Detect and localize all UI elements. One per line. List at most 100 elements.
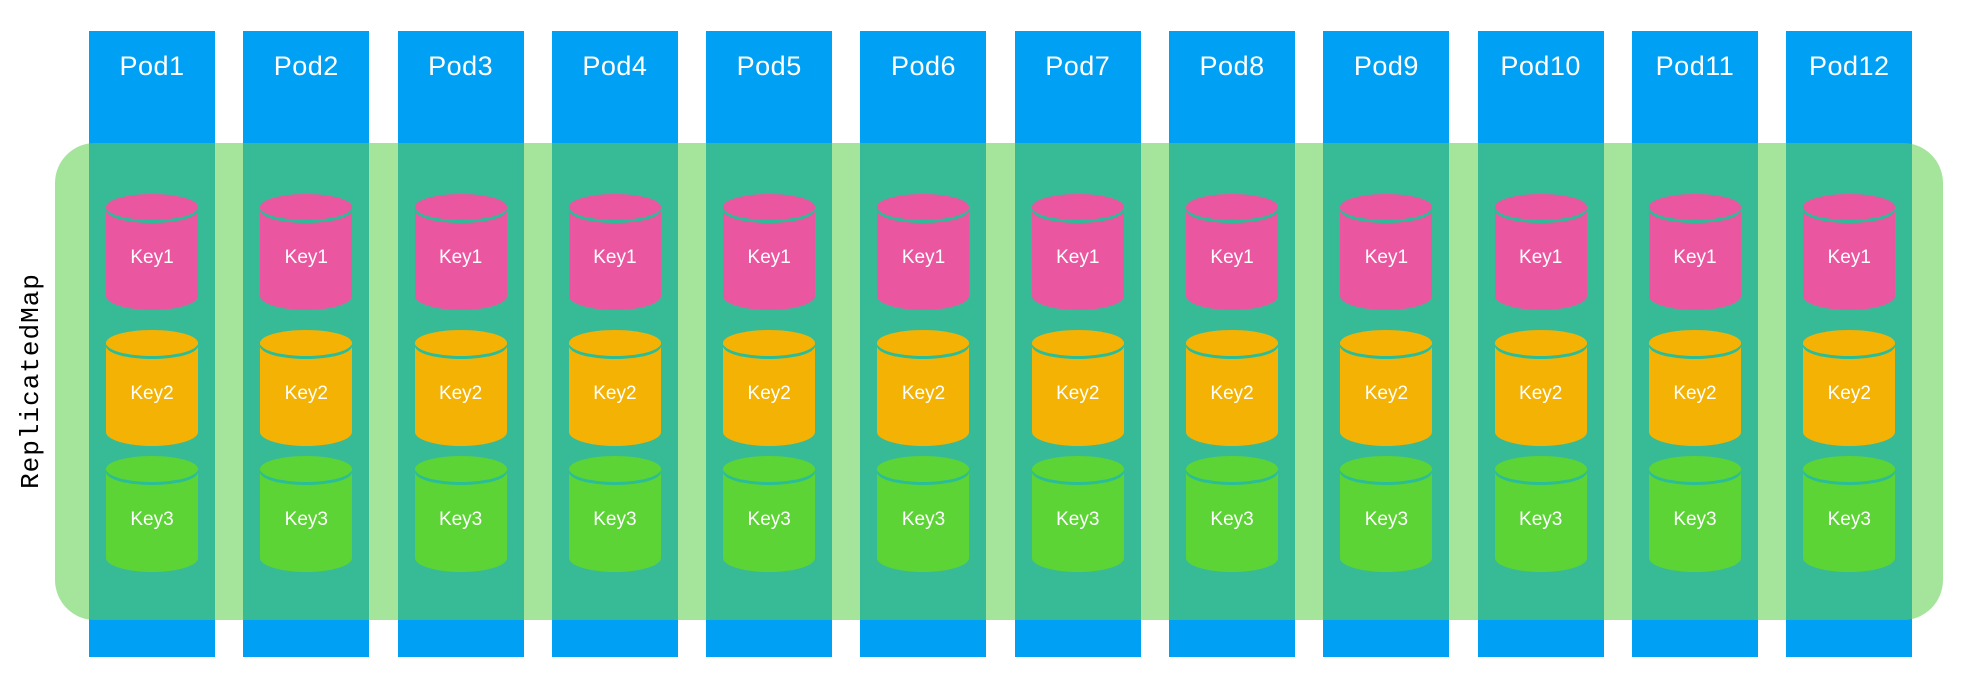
key-label: Key1 <box>747 247 791 268</box>
cylinder-body <box>1340 469 1433 572</box>
cylinder-top-ellipse <box>414 194 507 220</box>
cylinder-key2: Key2 <box>1031 330 1124 446</box>
key-label: Key2 <box>1364 383 1409 404</box>
key-label: Key3 <box>1364 509 1409 530</box>
cylinder-top-ellipse <box>1031 456 1124 482</box>
key-label: Key2 <box>1673 383 1717 404</box>
cylinder-key1: Key1 <box>877 194 970 310</box>
pod-label: Pod10 <box>1500 51 1581 81</box>
cylinder-top-ellipse <box>723 330 816 356</box>
cylinder-top-ellipse <box>1803 456 1896 482</box>
cylinder-top-ellipse <box>1648 456 1741 482</box>
key-label: Key1 <box>1827 247 1871 268</box>
cylinder-top-ellipse <box>414 456 507 482</box>
key-label: Key2 <box>1519 383 1563 404</box>
pod-label: Pod4 <box>582 51 648 81</box>
pod-label: Pod1 <box>119 51 185 81</box>
cylinder-key3: Key3 <box>568 456 661 572</box>
cylinder-top-ellipse <box>1186 456 1279 482</box>
cylinder-top-ellipse <box>106 456 198 482</box>
cylinder-top-ellipse <box>1803 194 1896 220</box>
cylinder-key2: Key2 <box>723 330 816 446</box>
cylinder-key3: Key3 <box>1803 456 1896 572</box>
cylinder-body <box>1186 343 1279 446</box>
cylinder-body <box>414 469 507 572</box>
cylinder-top-ellipse <box>1186 330 1279 356</box>
cylinder-top-ellipse <box>260 330 353 356</box>
cylinder-key2: Key2 <box>1648 330 1741 446</box>
key-label: Key3 <box>1519 509 1563 530</box>
key-label: Key3 <box>130 509 174 530</box>
cylinder-key3: Key3 <box>1648 456 1741 572</box>
cylinder-key1: Key1 <box>106 194 198 310</box>
cylinder-body <box>1494 343 1587 446</box>
replicatedmap-band <box>55 143 1943 620</box>
cylinder-key3: Key3 <box>414 456 507 572</box>
cylinder-body <box>723 343 816 446</box>
cylinder-top-ellipse <box>723 456 816 482</box>
cylinder-key2: Key2 <box>106 330 198 446</box>
cylinder-body <box>1803 207 1896 310</box>
cylinder-body <box>568 207 661 310</box>
cylinder-key2: Key2 <box>1186 330 1279 446</box>
pod-label: Pod5 <box>736 51 802 81</box>
key-label: Key1 <box>1056 247 1100 268</box>
key-label: Key3 <box>901 509 946 530</box>
cylinder-body <box>723 207 816 310</box>
key-label: Key3 <box>1056 509 1100 530</box>
cylinder-body <box>106 469 198 572</box>
cylinder-key2: Key2 <box>1803 330 1896 446</box>
cylinder-top-ellipse <box>568 194 661 220</box>
key-label: Key1 <box>1519 247 1563 268</box>
cylinder-top-ellipse <box>1648 330 1741 356</box>
cylinder-body <box>414 343 507 446</box>
key-label: Key3 <box>1827 509 1871 530</box>
cylinder-body <box>106 343 198 446</box>
cylinder-body <box>414 207 507 310</box>
cylinder-top-ellipse <box>1031 194 1124 220</box>
cylinder-body <box>568 469 661 572</box>
cylinder-top-ellipse <box>106 330 198 356</box>
key-label: Key3 <box>1673 509 1717 530</box>
pod-label: Pod6 <box>890 51 957 81</box>
cylinder-body <box>1031 469 1124 572</box>
cylinder-top-ellipse <box>877 330 970 356</box>
cylinder-body <box>106 207 198 310</box>
key-label: Key1 <box>438 247 483 268</box>
cylinder-key3: Key3 <box>723 456 816 572</box>
key-label: Key3 <box>593 509 637 530</box>
key-label: Key3 <box>284 509 328 530</box>
cylinder-body <box>1340 343 1433 446</box>
cylinder-key3: Key3 <box>1031 456 1124 572</box>
cylinder-top-ellipse <box>568 456 661 482</box>
cylinder-key2: Key2 <box>877 330 970 446</box>
cylinder-key1: Key1 <box>1648 194 1741 310</box>
cylinder-top-ellipse <box>1186 194 1279 220</box>
cylinder-body <box>260 343 353 446</box>
cylinder-top-ellipse <box>1494 456 1587 482</box>
cylinder-key2: Key2 <box>1494 330 1587 446</box>
key-label: Key1 <box>284 247 328 268</box>
cylinder-body <box>1803 469 1896 572</box>
cylinder-body <box>1340 207 1433 310</box>
cylinder-body <box>260 207 353 310</box>
cylinder-top-ellipse <box>1494 330 1587 356</box>
cylinder-key1: Key1 <box>1340 194 1433 310</box>
key-label: Key2 <box>438 383 483 404</box>
replicatedmap-label: ReplicatedMap <box>16 273 46 489</box>
key-label: Key2 <box>130 383 174 404</box>
cylinder-key3: Key3 <box>1186 456 1279 572</box>
cylinder-top-ellipse <box>414 330 507 356</box>
